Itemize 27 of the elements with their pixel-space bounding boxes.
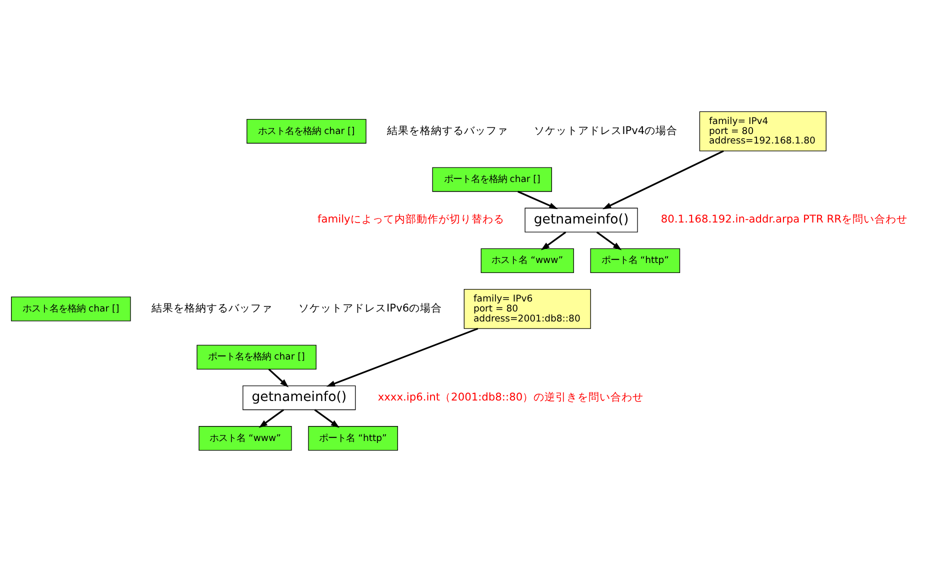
node-label: ソケットアドレスIPv4の場合 — [534, 123, 678, 136]
node-box: ポート名を格納 char [] — [432, 166, 552, 192]
arrow — [268, 368, 289, 387]
node-box: ポート名を格納 char [] — [196, 344, 316, 369]
arrow — [314, 408, 340, 428]
arrow — [596, 230, 622, 250]
arrow — [540, 230, 566, 250]
node-box: family= IPv6 port = 80 address=2001:db8::80 — [464, 288, 591, 328]
node-box: ホスト名 “www” — [198, 426, 292, 450]
arrow — [602, 150, 724, 209]
label: 結果を格納するバッファ — [387, 123, 508, 136]
node-label: 80.1.168.192.in-addr.arpa PTR RRを問い合わせ — [660, 212, 908, 226]
label: familyによって内部動作が切り替わる — [318, 212, 504, 226]
node-box: getnameinfo() — [242, 384, 356, 410]
node-label: ソケットアドレスIPv6の場合 — [298, 300, 442, 314]
label: 結果を格納するバッファ — [151, 300, 272, 314]
node-box: ホスト名 “www” — [480, 248, 574, 273]
arrow — [326, 327, 478, 386]
node-box: ホスト名を格納 char [] — [246, 118, 366, 144]
node-box: getnameinfo() — [524, 207, 638, 232]
arrow — [258, 408, 284, 428]
node-box: ポート名 “http” — [308, 426, 398, 450]
node-label: xxxx.ip6.int（2001:db8::80）の逆引きを問い合わせ — [378, 390, 644, 403]
node-box: family= IPv4 port = 80 address=192.168.1.80 — [699, 110, 826, 151]
arrow — [518, 190, 558, 209]
node-box: ホスト名を格納 char [] — [11, 296, 131, 321]
node-box: ポート名 “http” — [590, 248, 680, 273]
